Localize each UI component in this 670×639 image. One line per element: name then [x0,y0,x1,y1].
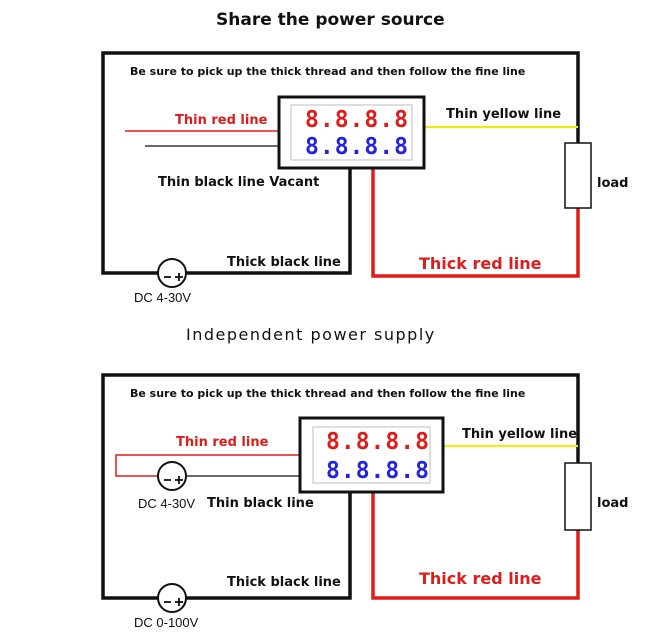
top-dual-voltmeter-display-icon [277,95,426,170]
top-circuit [101,51,592,288]
top-dc-voltage-source-icon [157,258,187,288]
bottom-display-red: 8.8.8.8 [326,429,430,455]
bottom-thin-yellow-label: Thin yellow line [462,427,578,442]
bottom-load-resistor-icon [564,462,592,531]
bottom-thick-red-label: Thick red line [419,569,542,588]
top-thin-red-label: Thin red line [175,113,268,128]
top-load-label: load [597,176,629,191]
top-thick-black-wire [101,51,580,275]
bottom-note: Be sure to pick up the thick thread and … [130,387,526,400]
top-display-blue: 8.8.8.8 [305,134,409,160]
bottom-dc-voltage-source-2-icon [157,583,187,613]
bottom-load-label: load [597,496,629,511]
top-load-resistor-icon [564,142,592,209]
top-thick-black-label: Thick black line [227,255,341,270]
bottom-thin-black-label: Thin black line [207,496,314,511]
bottom-thin-red-label: Thin red line [176,435,269,450]
top-thick-black-meter-wire [186,168,352,275]
top-dc-label: DC 4-30V [134,290,192,305]
bottom-dual-voltmeter-display-icon [298,416,445,494]
bottom-thick-black-meter-wire [186,492,352,600]
bottom-thick-red-wire [371,492,580,600]
top-thin-black-label: Thin black line Vacant [158,175,320,190]
bottom-dc2-label: DC 0-100V [134,615,199,630]
top-thick-red-label: Thick red line [419,254,542,273]
bottom-dc-voltage-source-1-icon [157,461,187,491]
top-display-red: 8.8.8.8 [305,107,409,133]
top-note: Be sure to pick up the thick thread and … [130,65,526,78]
bottom-thick-black-label: Thick black line [227,575,341,590]
top-title: Share the power source [216,10,445,30]
bottom-circuit [101,373,592,613]
bottom-dc1-label: DC 4-30V [138,496,196,511]
bottom-thin-red-wire [115,454,300,477]
bottom-title: Independent power supply [186,325,436,344]
top-thick-red-wire [371,168,580,278]
top-thin-yellow-label: Thin yellow line [446,107,562,122]
bottom-thick-black-wire [101,373,580,600]
bottom-display-blue: 8.8.8.8 [326,458,430,484]
